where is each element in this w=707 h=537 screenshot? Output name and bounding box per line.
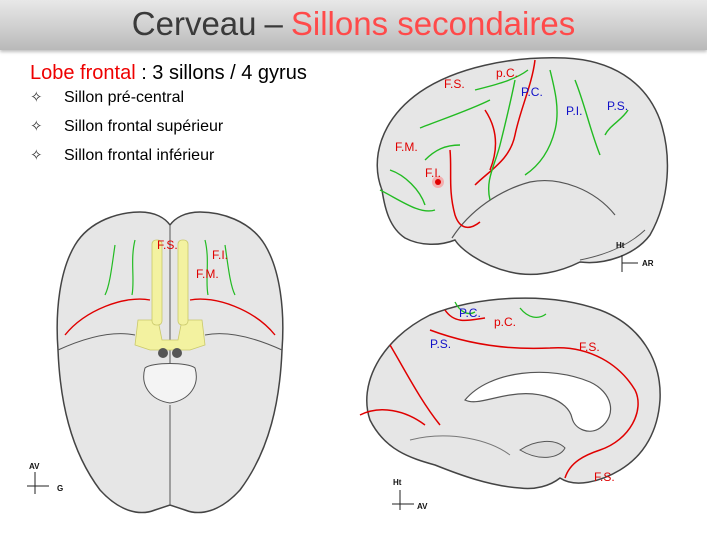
four-point-star-icon: ✧ (30, 118, 43, 135)
lateral-brain-figure (376, 57, 669, 276)
label-inferior-fs: F.S. (157, 238, 178, 252)
label-inferior-fi: F.I. (212, 248, 229, 262)
brainstem (143, 363, 197, 404)
axis-lateral-side: AR (642, 259, 654, 268)
section-heading: Lobe frontal : 3 sillons / 4 gyrus (30, 62, 307, 85)
medial-brain-figure (359, 297, 661, 490)
bullet-list: ✧ Sillon pré-central ✧ Sillon frontal supé… (30, 88, 223, 175)
slide-title: Cerveau–Sillons secondaires (132, 5, 575, 43)
inferior-brain-figure (56, 211, 284, 514)
label-lateral-pc-red: p.C. (496, 66, 519, 80)
slide-title-bar: Cerveau–Sillons secondaires (0, 0, 707, 50)
label-lateral-ps: P.S. (607, 99, 629, 113)
label-lateral-pi: P.I. (566, 104, 583, 118)
bullet-item: ✧ Sillon frontal supérieur (30, 117, 223, 146)
heading-rest: : 3 sillons / 4 gyrus (135, 62, 307, 84)
corpus-callosum (464, 371, 612, 432)
axis-inferior-up: AV (29, 462, 40, 471)
label-lateral-fs: F.S. (444, 77, 465, 91)
lateral-temporal-line (451, 180, 616, 239)
inferior-axis-marker (27, 472, 49, 494)
bullet-label: Sillon pré-central (64, 89, 185, 106)
label-medial-fs-top: F.S. (579, 340, 600, 354)
axis-inferior-side: G (57, 484, 64, 493)
bullet-item: ✧ Sillon frontal inférieur (30, 146, 223, 175)
olfactory-highlight (134, 319, 206, 351)
label-medial-ps: P.S. (430, 337, 452, 351)
medial-axis-marker (392, 490, 414, 510)
label-inferior-fm: F.M. (196, 267, 219, 281)
label-medial-fs-bottom: F.S. (594, 470, 615, 484)
title-main: Cerveau (131, 5, 257, 42)
four-point-star-icon: ✧ (30, 147, 43, 164)
title-accent: Sillons secondaires (290, 5, 576, 42)
axis-medial-side: AV (417, 502, 428, 511)
label-lateral-fm: F.M. (395, 140, 418, 154)
heading-lobe: Lobe frontal (30, 62, 136, 84)
label-medial-pc-blue: P.C. (459, 306, 481, 320)
lateral-brain-outline (376, 57, 669, 276)
label-lateral-fi: F.I. (425, 166, 442, 180)
label-lateral-pc-blue: P.C. (521, 85, 543, 99)
title-dash: – (264, 5, 283, 42)
axis-medial-up: Ht (393, 478, 402, 487)
bullet-label: Sillon frontal inférieur (64, 147, 215, 164)
four-point-star-icon: ✧ (30, 89, 43, 106)
lateral-cerebellum-line (579, 229, 646, 261)
bullet-item: ✧ Sillon pré-central (30, 88, 223, 117)
label-medial-pc-red: p.C. (494, 315, 517, 329)
bullet-label: Sillon frontal supérieur (64, 118, 224, 135)
axis-lateral-up: Ht (616, 241, 625, 250)
